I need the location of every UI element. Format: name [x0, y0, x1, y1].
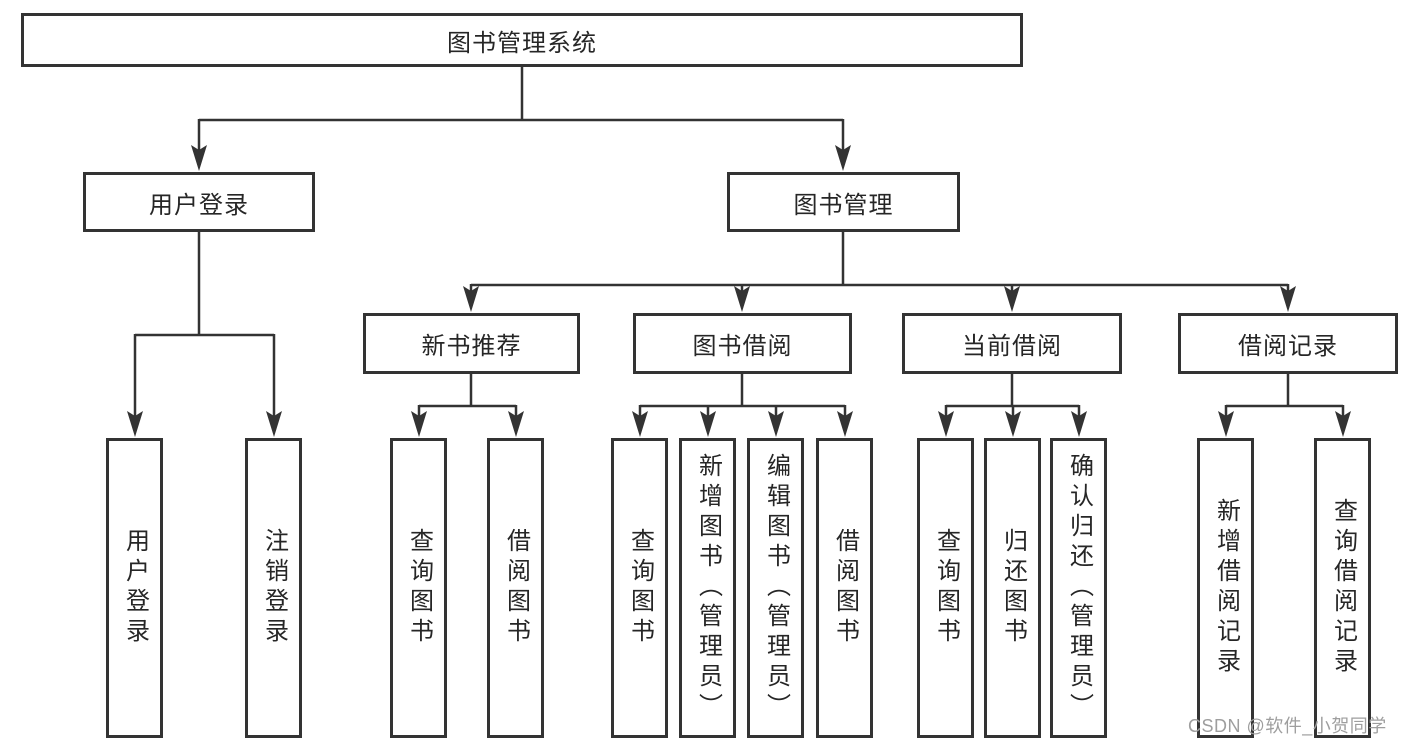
- node-book-borrow: 图书借阅: [633, 313, 852, 374]
- node-label: 编辑图书（管理员）: [762, 453, 790, 723]
- connector-edges: [133, 67, 1345, 418]
- node-label: 新书推荐: [421, 333, 522, 360]
- leaf-edit-book-admin: 编辑图书（管理员）: [747, 438, 804, 738]
- csdn-watermark: CSDN @软件_小贺同学: [1188, 716, 1387, 736]
- node-label: 查询借阅记录: [1329, 498, 1357, 678]
- leaf-query-book-2: 查询图书: [611, 438, 668, 738]
- node-label: 确认归还（管理员）: [1065, 453, 1093, 723]
- node-book-management: 图书管理: [727, 172, 960, 232]
- node-new-book-recommend: 新书推荐: [363, 313, 580, 374]
- node-label: 注销登录: [260, 528, 288, 648]
- leaf-query-book-1: 查询图书: [390, 438, 447, 738]
- node-label: 借阅图书: [502, 528, 530, 648]
- node-label: 图书管理: [793, 191, 894, 219]
- leaf-add-borrow-record: 新增借阅记录: [1197, 438, 1254, 738]
- leaf-return-book: 归还图书: [984, 438, 1041, 738]
- node-label: 归还图书: [999, 528, 1027, 648]
- node-user-login-branch: 用户登录: [83, 172, 315, 232]
- node-label: 查询图书: [932, 528, 960, 648]
- leaf-borrow-book-1: 借阅图书: [487, 438, 544, 738]
- node-label: 新增借阅记录: [1212, 498, 1240, 678]
- leaf-confirm-return-admin: 确认归还（管理员）: [1050, 438, 1107, 738]
- leaf-add-book-admin: 新增图书（管理员）: [679, 438, 736, 738]
- arrowheads: [127, 145, 1351, 437]
- node-label: 图书借阅: [692, 333, 793, 360]
- leaf-logout: 注销登录: [245, 438, 302, 738]
- leaf-user-login: 用户登录: [106, 438, 163, 738]
- node-label: 新增图书（管理员）: [694, 453, 722, 723]
- leaf-query-book-3: 查询图书: [917, 438, 974, 738]
- node-label: 当前借阅: [962, 333, 1062, 360]
- node-library-management-system: 图书管理系统: [21, 13, 1023, 67]
- leaf-query-borrow-record: 查询借阅记录: [1314, 438, 1371, 738]
- node-label: 用户登录: [149, 191, 249, 219]
- node-label: 图书管理系统: [447, 29, 597, 57]
- node-current-borrow: 当前借阅: [902, 313, 1122, 374]
- node-label: 用户登录: [121, 528, 149, 648]
- node-label: 查询图书: [405, 528, 433, 648]
- node-label: 借阅记录: [1238, 333, 1338, 360]
- leaf-borrow-book-2: 借阅图书: [816, 438, 873, 738]
- node-label: 借阅图书: [831, 528, 859, 648]
- node-borrow-records: 借阅记录: [1178, 313, 1398, 374]
- node-label: 查询图书: [626, 528, 654, 648]
